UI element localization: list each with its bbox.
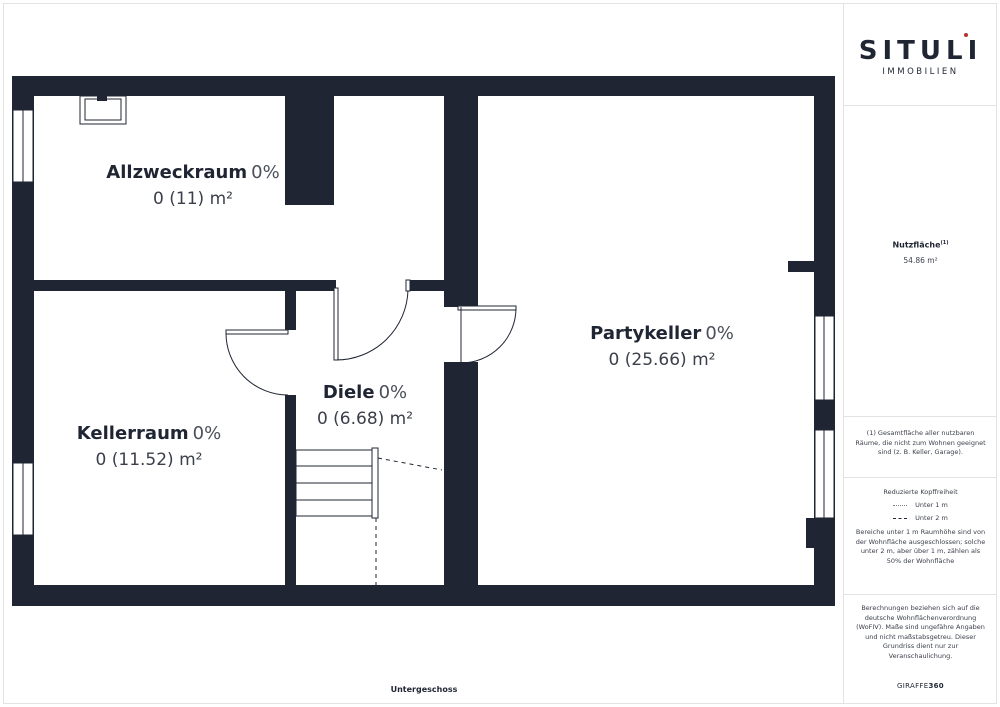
room-partykeller-label: Partykeller [590, 323, 702, 344]
divider [844, 105, 997, 106]
room-partykeller-area: 0 (25.66) m² [608, 350, 716, 370]
logo-word: SITULI [858, 36, 983, 66]
dashed-line-swatch [893, 517, 908, 519]
summary-title-text: Nutzfläche [892, 240, 941, 250]
doors [225, 279, 517, 396]
divider [844, 477, 997, 478]
room-kellerraum-label: Kellerraum [76, 423, 189, 444]
page-border [3, 3, 997, 704]
brand-suffix: 360 [928, 682, 944, 690]
room-allzweckraum-label: Allzweckraum [106, 162, 248, 183]
staircase [295, 447, 443, 585]
legend-row-1-label: Unter 1 m [915, 501, 948, 509]
wall-fixture [79, 95, 127, 125]
divider [844, 594, 997, 595]
room-allzweckraum-pct: 0% [251, 162, 280, 183]
legend-row-1: Unter 1 m [844, 501, 997, 509]
sidebar: SITULI IMMOBILIEN Nutzfläche(1) 54.86 m²… [843, 3, 997, 704]
summary-value: 54.86 m² [903, 255, 938, 265]
legend-row-2: Unter 2 m [844, 514, 997, 522]
summary: Nutzfläche(1) 54.86 m² [844, 240, 997, 265]
footnote: (1) Gesamtfläche aller nutzbaren Räume, … [855, 429, 986, 456]
room-partykeller-pct: 0% [705, 323, 734, 344]
logo-sub: IMMOBILIEN [882, 67, 959, 77]
brand: GIRAFFE360 [844, 673, 997, 692]
room-diele-pct: 0% [378, 382, 408, 403]
legend-title: Reduzierte Kopffreiheit [883, 488, 958, 496]
legend: Reduzierte Kopffreiheit Unter 1 m Unter … [844, 488, 997, 566]
divider [844, 416, 997, 417]
summary-title-note: (1) [940, 240, 949, 246]
logo: SITULI IMMOBILIEN [844, 36, 997, 77]
interior-walls [34, 96, 814, 585]
legend-text: Bereiche unter 1 m Raumhöhe sind von der… [855, 528, 986, 565]
floor-plan [12, 76, 835, 606]
room-allzweckraum-area: 0 (11) m² [153, 189, 233, 209]
summary-title: Nutzfläche(1) [844, 240, 997, 250]
room-kellerraum-area: 0 (11.52) m² [95, 450, 203, 470]
floor-label: Untergeschoss [390, 685, 458, 694]
room-diele-label: Diele [322, 382, 375, 403]
windows [12, 109, 835, 536]
door-openings [336, 280, 408, 291]
room-diele-area: 0 (6.68) m² [316, 409, 414, 429]
room-kellerraum-pct: 0% [192, 423, 222, 444]
dotted-line-swatch [893, 504, 908, 506]
logo-accent-dot [964, 33, 968, 37]
legend-row-2-label: Unter 2 m [915, 514, 948, 522]
brand-prefix: GIRAFFE [897, 682, 929, 690]
disclaimer: Berechnungen beziehen sich auf die deuts… [856, 604, 985, 660]
